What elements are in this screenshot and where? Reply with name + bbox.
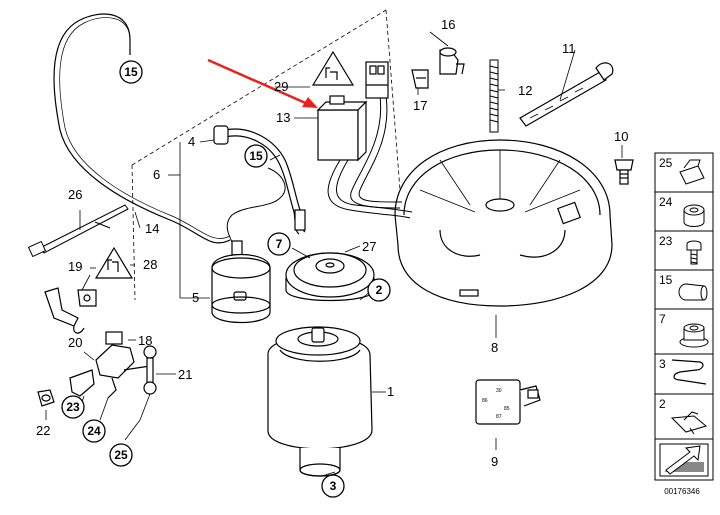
warning-label-29 [311,50,355,86]
callout-17: 17 [413,98,427,113]
dashed-group-frame [131,9,401,301]
circled-callout-labels: 2 3 7 15 15 23 24 25 [66,65,382,493]
callout-7: 7 [276,237,283,251]
callout-5: 5 [192,290,199,305]
wire-14 [53,13,231,244]
pressure-reservoir-5 [211,240,271,324]
air-lines-to-housing [327,95,413,219]
retaining-clip-icon [670,411,708,435]
side-item-23: 23 [659,234,673,248]
callout-25: 25 [114,448,128,462]
wheel-well-housing-8 [394,139,613,307]
spring-clip-icon [671,359,707,385]
coupling-rod-21 [143,345,157,395]
flange-nut-icon [679,323,709,348]
callout-29: 29 [274,79,288,94]
callout-26: 26 [68,187,82,202]
callout-16: 16 [441,17,455,32]
red-pointer-arrow [207,58,318,108]
threaded-rod-12 [489,59,499,133]
relay-pin-87: 87 [496,414,502,420]
side-item-15: 15 [659,273,673,287]
callout-2: 2 [376,283,383,297]
callout-28: 28 [143,257,157,272]
callout-1: 1 [387,384,394,399]
callout-27: 27 [362,239,376,254]
side-panel: 25 24 23 15 7 3 2 [654,152,714,481]
catalog-number: 00176346 [664,487,700,496]
side-item-7: 7 [659,312,666,326]
callout-20: 20 [68,335,82,350]
callout-9: 9 [491,454,498,469]
side-item-24: 24 [659,195,673,209]
callout-8: 8 [491,340,498,355]
callout-15-top: 15 [124,65,138,79]
callout-3: 3 [330,479,337,493]
callout-13: 13 [276,110,290,125]
clip-16 [439,47,465,75]
relay-pin-86: 86 [482,398,488,404]
clip-nut-icon [679,159,705,185]
side-item-3: 3 [659,357,666,371]
connector-plug [365,61,389,99]
bolt-10 [614,159,634,185]
grommet-icon [678,283,708,301]
cable-tie-26 [27,204,129,258]
arrow-icon [659,443,709,477]
relay-pin-labels: 30 86 85 87 [482,388,510,420]
callout-21: 21 [178,367,192,382]
clip-17 [411,69,429,89]
strap-11 [519,62,614,127]
sensor-wire [226,167,286,249]
callout-22: 22 [36,423,50,438]
callout-15-mid: 15 [249,149,263,163]
callout-19: 19 [68,259,82,274]
screw-icon [686,240,702,265]
warning-label-28 [94,246,134,279]
callout-12: 12 [518,83,532,98]
plain-callouts: 1 4 5 6 8 9 10 11 12 13 14 16 17 18 19 2… [36,17,628,469]
nut-icon [683,204,705,227]
upper-mount-27 [285,252,375,302]
grommet-22 [37,389,55,407]
callout-11: 11 [562,41,576,56]
relay-pin-85: 85 [504,406,510,412]
air-spring-1 [267,326,373,477]
callout-24: 24 [87,424,101,438]
height-sensor-18 [95,331,151,399]
relay-pin-30: 30 [496,388,502,394]
valve-block-13 [316,95,368,162]
side-item-25: 25 [659,156,673,170]
callout-6: 6 [153,167,160,182]
air-line-4 [213,125,306,235]
ride-height-sensor-19 [44,287,97,334]
callout-4: 4 [188,134,195,149]
bracket-20 [69,369,95,397]
relay-9 [475,379,541,425]
callout-23: 23 [66,400,80,414]
callout-18: 18 [138,333,152,348]
side-item-2: 2 [659,397,666,411]
circled-callouts [61,60,391,498]
callout-10: 10 [614,129,628,144]
callout-14: 14 [145,221,159,236]
